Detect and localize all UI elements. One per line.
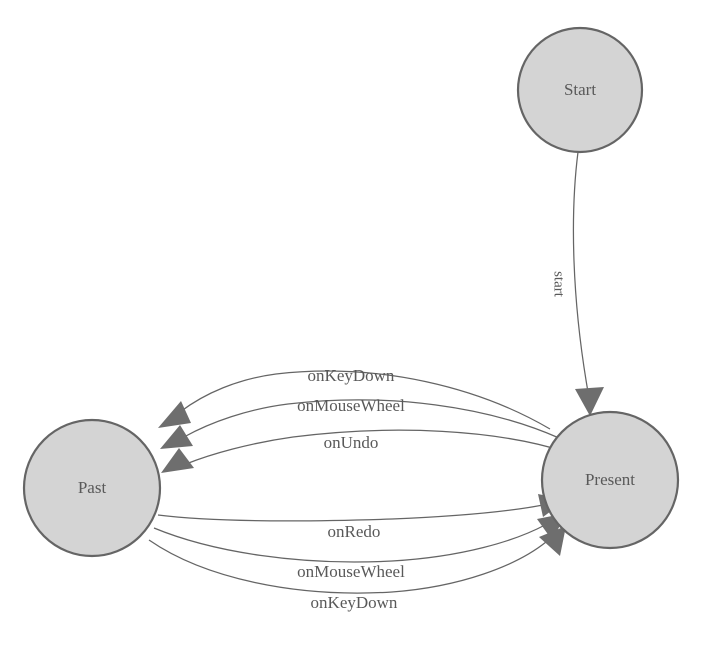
edge-label-present-to-past-wheel: onMouseWheel	[297, 396, 405, 415]
edge-start-to-present[interactable]	[572, 151, 604, 416]
edge-present-to-past-wheel[interactable]	[160, 399, 560, 449]
edge-start-to-present-arrowhead	[575, 387, 604, 416]
edge-present-to-past-undo[interactable]	[161, 429, 567, 473]
edge-past-to-present-keydown-path	[148, 539, 547, 594]
edge-past-to-present-redo-path	[157, 504, 544, 522]
edge-label-start: start	[551, 271, 567, 298]
edge-present-to-past-wheel-arrowhead	[160, 425, 193, 449]
edge-present-to-past-keydown[interactable]	[158, 370, 551, 430]
edge-label-past-to-present-redo: onRedo	[328, 522, 381, 541]
edge-label-past-to-present-keydown: onKeyDown	[311, 593, 398, 612]
node-past-label: Past	[78, 478, 107, 497]
node-past-circle	[22, 418, 162, 558]
edge-past-to-present-keydown[interactable]	[148, 526, 566, 594]
node-present-label: Present	[585, 470, 635, 489]
edge-label-past-to-present-wheel: onMouseWheel	[297, 562, 405, 581]
edge-label-present-to-past-keydown: onKeyDown	[308, 366, 395, 385]
node-start-label: Start	[564, 80, 596, 99]
node-present[interactable]: Present	[540, 410, 680, 550]
edge-past-to-present-wheel-path	[153, 524, 546, 563]
edge-past-to-present-redo[interactable]	[157, 494, 566, 522]
edge-present-to-past-wheel-path	[183, 399, 560, 439]
edge-present-to-past-keydown-arrowhead	[158, 401, 191, 428]
node-start[interactable]: Start	[516, 26, 644, 154]
edge-label-present-to-past-undo: onUndo	[324, 433, 379, 452]
node-past[interactable]: Past	[22, 418, 162, 558]
edge-present-to-past-undo-arrowhead	[161, 448, 194, 473]
edge-present-to-past-keydown-path	[179, 370, 551, 430]
node-start-circle	[516, 26, 644, 154]
edge-present-to-past-undo-path	[185, 429, 567, 465]
edge-start-to-present-path	[572, 151, 589, 393]
edge-past-to-present-keydown-arrowhead	[539, 526, 566, 556]
node-present-circle	[540, 410, 680, 550]
